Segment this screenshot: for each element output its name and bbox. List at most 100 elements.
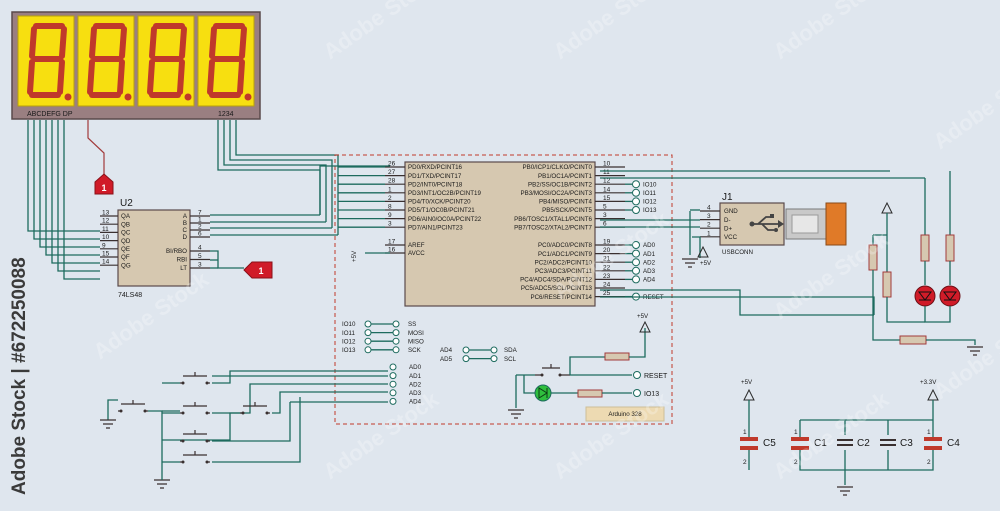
segment [27, 59, 35, 95]
dp-wire [87, 120, 105, 178]
watermark-side-text: Adobe Stock | #672250088 [9, 257, 30, 495]
pin-name: PC6/RESET/PCINT14 [530, 294, 592, 301]
push-button [118, 400, 148, 413]
watermark-tile: Adobe Stock [929, 306, 1000, 404]
pin-name: PB2/SS/OC1B/PCINT2 [528, 181, 593, 188]
net-label: MISO [408, 338, 424, 345]
pin-number: 2 [707, 222, 711, 229]
ground-icon [508, 409, 524, 419]
pin-name: AREF [408, 242, 425, 249]
svg-text:+3.3V: +3.3V [920, 379, 937, 386]
segment [239, 26, 247, 59]
pin-name: PB3/MOSI/OC2A/PCINT3 [520, 190, 592, 197]
pin-number: 13 [102, 210, 110, 217]
pin-name: D [183, 234, 188, 241]
watermark-tile: Adobe Stock [319, 386, 444, 484]
net-terminal [632, 197, 640, 206]
pin-name: BI/RBO [166, 248, 187, 255]
pin-name: PB4/MISO/PCINT4 [539, 199, 593, 206]
vcc-arrow-icon [639, 320, 651, 333]
push-button [180, 372, 210, 385]
segment [57, 59, 65, 95]
svg-text:1: 1 [258, 266, 263, 276]
seven-segment-display: ABCDEFG DP 1234 [11, 11, 261, 120]
net-label: AD4 [409, 399, 422, 406]
watermark-tile: Adobe Stock [549, 0, 674, 64]
net-label: AD1 [643, 251, 656, 258]
net-label: IO12 [342, 338, 356, 345]
pin-number: 3 [707, 213, 711, 220]
svg-text:+5V: +5V [351, 250, 358, 262]
pin-name: PB7/TOSC2/XTAL2/PCINT7 [514, 224, 592, 231]
net-label: AD0 [643, 242, 656, 249]
pin-number: 17 [388, 239, 396, 246]
net-label: SS [408, 321, 416, 328]
usb-ref: J1 [722, 192, 733, 203]
net-label: IO11 [643, 190, 657, 197]
pin-number: 22 [603, 264, 611, 271]
pin-number: 1 [198, 217, 202, 224]
net-label: AD2 [643, 259, 656, 266]
pin-number: 3 [388, 221, 392, 228]
pin-number: 1 [707, 230, 711, 237]
pin-number: 14 [603, 186, 611, 193]
pin-number: 21 [603, 256, 611, 263]
pin-name: D+ [724, 225, 732, 232]
pin-name: PD2/INT0/PCINT18 [408, 181, 463, 188]
net-terminal [632, 266, 640, 275]
net-label: MOSI [408, 330, 424, 337]
capacitor-label: C4 [947, 438, 960, 449]
net-label: SCL [504, 356, 517, 363]
pin-number: 3 [603, 212, 607, 219]
usb-part: USBCONN [722, 249, 753, 256]
arduino-label: Arduino 328 [608, 411, 642, 418]
usb-icon [749, 214, 784, 232]
pin-name: GND [724, 208, 738, 215]
display-digit [197, 15, 255, 107]
pin-name: PB1/OC1A/PCINT1 [538, 173, 593, 180]
ground-icon [682, 258, 698, 268]
capacitor: C3 [880, 438, 913, 449]
portd-wires [319, 165, 390, 215]
pin-name: QB [121, 221, 130, 228]
segment [117, 59, 125, 95]
pin-number: 5 [603, 204, 607, 211]
capacitor-label: C1 [814, 438, 827, 449]
pin-name: PC1/ADC1/PCINT9 [538, 251, 593, 258]
segment [237, 59, 245, 95]
vcc-arrow-icon [697, 245, 709, 258]
pin-name: LT [180, 265, 187, 272]
pin-number: 28 [388, 178, 396, 185]
pin-name: PC4/ADC4/SDA/PCINT12 [520, 277, 592, 284]
pin-name: PD4/T0/XCK/PCINT20 [408, 199, 471, 206]
pin-number: 4 [707, 205, 711, 212]
pin-name: PD5/T1/OC0B/PCINT21 [408, 207, 475, 214]
pin-name: PB6/TOSC1/XTAL1/PCINT6 [514, 216, 592, 223]
pin-name: PD7/AIN1/PCINT23 [408, 224, 463, 231]
u2-ref: U2 [120, 198, 133, 209]
logic-one-tag-top: 1 [94, 173, 114, 195]
pin-name: C [183, 227, 188, 234]
ground-icon [100, 419, 116, 429]
svg-text:+5V: +5V [700, 260, 712, 267]
net-terminal [632, 188, 640, 197]
segment [119, 26, 127, 59]
net-terminal [632, 241, 640, 249]
net-label: IO12 [643, 199, 657, 206]
pin-number: 12 [603, 178, 611, 185]
atmega328-chip: 26PD0/RXD/PCINT1627PD1/TXD/PCINT1728PD2/… [338, 161, 664, 307]
pin-name: AVCC [408, 250, 425, 257]
segment [207, 59, 215, 95]
pin-name: QA [121, 213, 131, 220]
pin-number: 2 [198, 224, 202, 231]
pin-number: 8 [388, 204, 392, 211]
pin-number: 3 [198, 262, 202, 269]
pin-name: D- [724, 217, 731, 224]
capacitor-label: C2 [857, 438, 870, 449]
pin-number: 15 [603, 195, 611, 202]
led-icon [939, 285, 961, 307]
net-terminal [632, 275, 640, 284]
